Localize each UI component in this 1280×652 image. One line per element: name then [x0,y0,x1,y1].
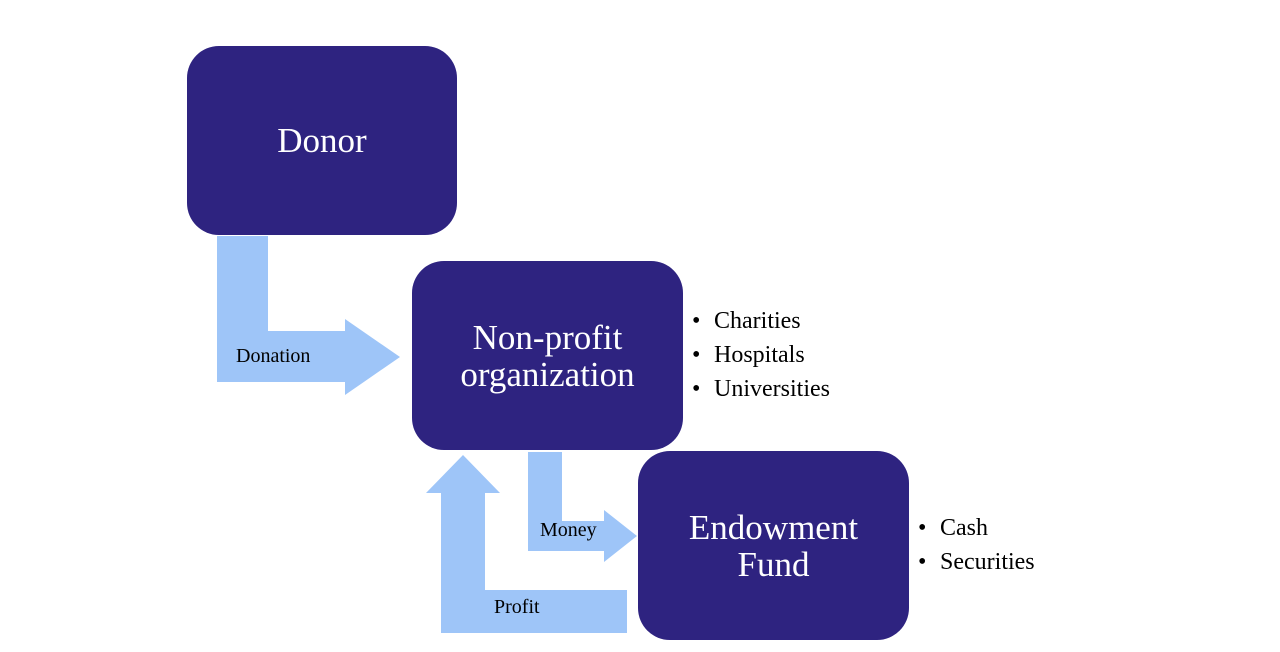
list-item: Hospitals [692,338,830,372]
profit-arrow-label: Profit [494,596,540,618]
nonprofit-types-list: Charities Hospitals Universities [692,304,830,406]
donor-label: Donor [277,121,367,160]
endowment-label-line-1: Endowment [688,507,859,547]
endowment-fund-node: Endowment Fund [638,451,909,640]
nonprofit-label-line-1: Non-profit [472,317,623,357]
money-arrow [528,452,637,562]
list-item: Securities [918,545,1035,579]
list-item: Universities [692,372,830,406]
nonprofit-label-line-2: organization [460,354,635,394]
donor-node: Donor [187,46,457,235]
nonprofit-organization-node: Non-profit organization [412,261,683,450]
endowment-label-line-2: Fund [737,544,810,584]
donation-arrow [217,236,400,395]
list-item: Charities [692,304,830,338]
donation-arrow-label: Donation [236,345,311,367]
list-item: Cash [918,511,1035,545]
money-arrow-label: Money [540,519,597,541]
endowment-assets-list: Cash Securities [918,511,1035,579]
profit-arrow [426,455,627,633]
